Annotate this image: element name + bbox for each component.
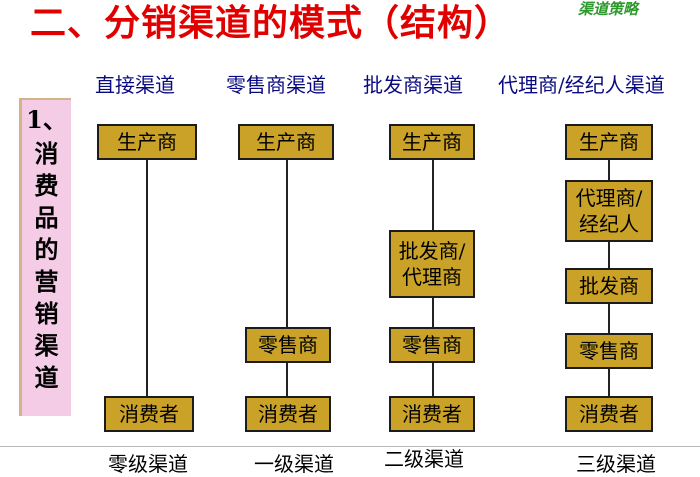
node-agent-agent: 代理商/经纪人 [565,180,653,242]
node-producer-direct: 生产商 [97,124,197,160]
level-label-one: 一级渠道 [254,452,334,476]
node-producer-agent: 生产商 [565,124,653,160]
column-header-direct: 直接渠道 [95,73,175,97]
corner-label: 渠道策略 [578,0,639,18]
column-header-retailer: 零售商渠道 [226,73,326,97]
level-label-zero: 零级渠道 [108,452,188,476]
connector-line-direct [146,159,148,397]
node-consumer-retailer: 消费者 [245,396,331,432]
level-label-three: 三级渠道 [576,452,656,476]
node-consumer-direct: 消费者 [104,396,194,432]
column-header-wholesaler: 批发商渠道 [363,73,463,97]
node-producer-retailer: 生产商 [238,124,334,160]
node-consumer-wholesaler: 消费者 [389,396,475,432]
node-consumer-agent: 消费者 [565,396,653,432]
bottom-divider [0,446,700,447]
column-header-agent: 代理商/经纪人渠道 [498,73,665,97]
side-label-box: 1、 消费品的营销渠道 [19,98,71,416]
node-retailer-agent: 零售商 [565,333,653,369]
node-wholesaler-wholesaler: 批发商/代理商 [389,230,475,298]
side-label-text: 消费品的营销渠道 [34,139,59,392]
side-label-number: 1、 [26,105,67,134]
slide-title: 二、分销渠道的模式（结构） [30,2,512,44]
node-retailer-retailer: 零售商 [245,327,331,363]
level-label-two: 二级渠道 [384,447,464,471]
connector-line-retailer [286,158,288,398]
node-retailer-wholesaler: 零售商 [389,327,475,363]
node-wholesaler-agent: 批发商 [565,268,653,304]
node-producer-wholesaler: 生产商 [389,124,475,160]
